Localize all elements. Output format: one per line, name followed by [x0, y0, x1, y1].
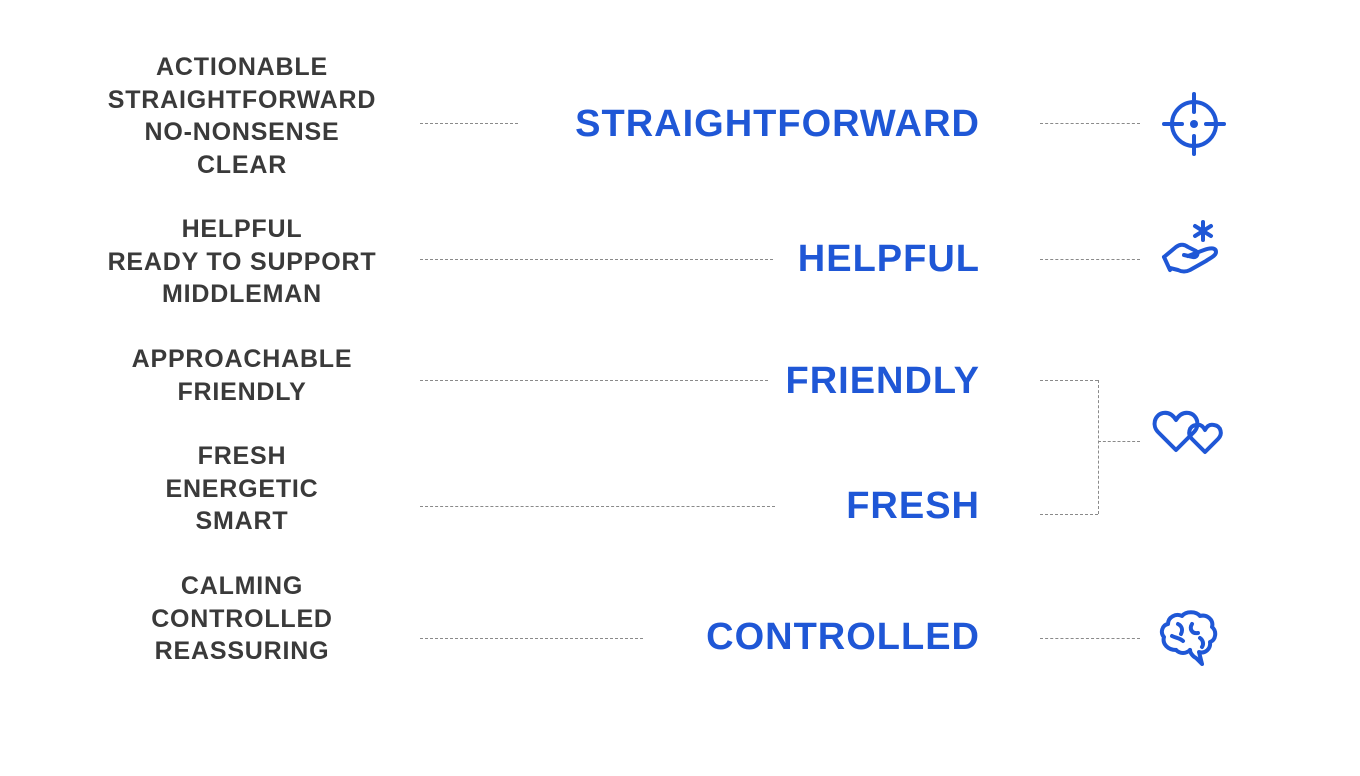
- hand-with-sparkle-icon: [1160, 220, 1222, 278]
- attribute-label: FRESH: [197, 442, 287, 470]
- connector-line: [420, 259, 773, 260]
- connector-line: [420, 506, 775, 507]
- attribute-label: APPROACHABLE: [131, 345, 353, 373]
- attribute-label: MIDDLEMAN: [162, 280, 322, 308]
- attribute-label: STRAIGHTFORWARD: [107, 85, 377, 114]
- attribute-label: READY TO SUPPORT: [107, 247, 377, 276]
- connector-bracket: [1098, 380, 1099, 514]
- connector-line: [1098, 441, 1140, 442]
- brain-icon: [1158, 610, 1220, 668]
- attribute-label: NO-NONSENSE: [144, 118, 340, 146]
- value-fresh: FRESH: [846, 485, 980, 527]
- connector-line: [1040, 259, 1140, 260]
- attribute-label: SMART: [195, 507, 289, 535]
- attribute-label: ACTIONABLE: [156, 53, 328, 81]
- value-straightforward: STRAIGHTFORWARD: [575, 103, 980, 145]
- attribute-label: CALMING: [180, 572, 304, 600]
- value-helpful: HELPFUL: [797, 238, 980, 280]
- value-friendly: FRIENDLY: [785, 360, 980, 402]
- connector-line: [1040, 514, 1098, 515]
- attribute-label: CLEAR: [196, 150, 288, 179]
- attribute-group-helpful: HELPFUL READY TO SUPPORT MIDDLEMAN: [92, 213, 392, 311]
- connector-line: [420, 380, 768, 381]
- attribute-group-controlled: CALMING CONTROLLED REASSURING: [92, 570, 392, 668]
- connector-line: [1040, 638, 1140, 639]
- attribute-label: ENERGETIC: [165, 474, 319, 503]
- attribute-label: REASSURING: [154, 637, 330, 665]
- connector-line: [1040, 380, 1098, 381]
- attribute-group-friendly: APPROACHABLE FRIENDLY: [92, 343, 392, 408]
- connector-line: [420, 638, 643, 639]
- attribute-label: HELPFUL: [181, 215, 303, 243]
- attribute-label: CONTROLLED: [151, 604, 333, 633]
- attribute-group-fresh: FRESH ENERGETIC SMART: [92, 440, 392, 538]
- value-controlled: CONTROLLED: [706, 616, 980, 658]
- attribute-label: FRIENDLY: [177, 377, 307, 406]
- two-hearts-icon: [1152, 408, 1226, 456]
- target-crosshair-icon: [1162, 92, 1226, 156]
- connector-line: [1040, 123, 1140, 124]
- connector-line: [420, 123, 518, 124]
- attribute-group-straightforward: ACTIONABLE STRAIGHTFORWARD NO-NONSENSE C…: [92, 51, 392, 181]
